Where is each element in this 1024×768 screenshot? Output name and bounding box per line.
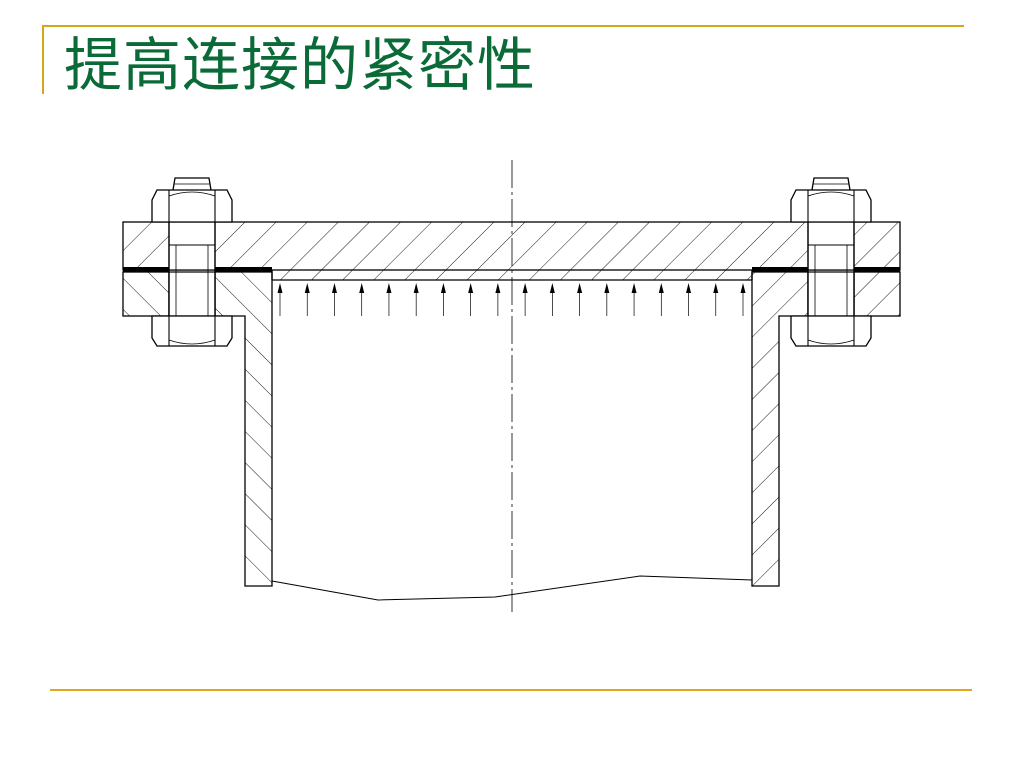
pressure-arrow-head <box>331 283 337 293</box>
pressure-arrow-head <box>440 283 446 293</box>
lower-flange-left <box>122 271 273 587</box>
bottom-rule <box>50 689 972 691</box>
pressure-arrow-head <box>386 283 392 293</box>
bolt-left <box>151 177 233 347</box>
pressure-arrow-head <box>522 283 528 293</box>
title-top-rule <box>42 25 964 27</box>
pressure-arrow-head <box>604 283 610 293</box>
pressure-arrow-head <box>413 283 419 293</box>
bolt-right <box>790 177 872 347</box>
pressure-arrow-head <box>686 283 692 293</box>
pressure-arrow-head <box>468 283 474 293</box>
pressure-arrow-head <box>658 283 664 293</box>
pressure-arrow-head <box>577 283 583 293</box>
pressure-arrow-head <box>631 283 637 293</box>
slide-title: 提高连接的紧密性 <box>64 31 537 99</box>
title-left-rule <box>42 26 44 94</box>
gasket <box>123 267 900 272</box>
pressure-arrow-head <box>304 283 310 293</box>
pressure-arrow-head <box>277 283 283 293</box>
pressure-arrow-head <box>740 283 746 293</box>
pressure-arrow-head <box>495 283 501 293</box>
cover-plate <box>122 221 901 281</box>
pipe-break-line <box>271 575 753 601</box>
pressure-arrow-head <box>359 283 365 293</box>
pressure-arrow-head <box>549 283 555 293</box>
pressure-arrow-head <box>713 283 719 293</box>
lower-flange-right <box>751 271 901 587</box>
pressure-arrows <box>277 283 746 316</box>
